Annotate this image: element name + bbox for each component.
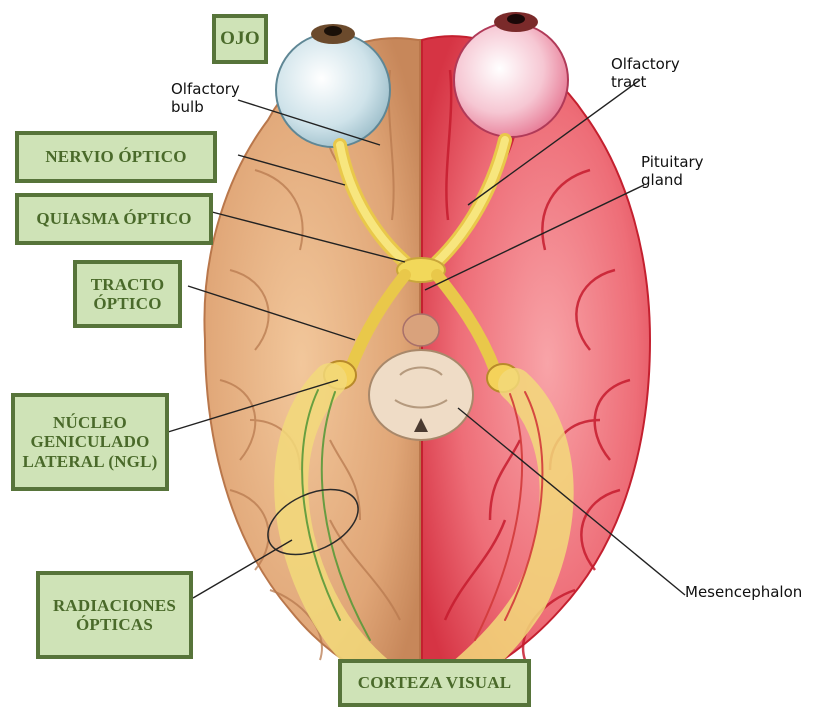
label-radiaciones-opticas: RADIACIONES ÓPTICAS [36, 571, 193, 659]
label-tracto-optico: TRACTO ÓPTICO [73, 260, 182, 328]
label-olfactory-tract: Olfactory tract [611, 56, 680, 91]
label-olfactory-bulb: Olfactory bulb [171, 81, 240, 116]
label-mesencephalon: Mesencephalon [685, 584, 802, 602]
label-ojo: OJO [212, 14, 268, 64]
right-eye [454, 12, 568, 137]
label-quiasma-optico: QUIASMA ÓPTICO [15, 193, 213, 245]
label-nervio-optico: NERVIO ÓPTICO [15, 131, 217, 183]
label-pituitary-gland: Pituitary gland [641, 154, 704, 189]
label-nucleo-geniculado: NÚCLEO GENICULADO LATERAL (NGL) [11, 393, 169, 491]
label-corteza-visual: CORTEZA VISUAL [338, 659, 531, 707]
